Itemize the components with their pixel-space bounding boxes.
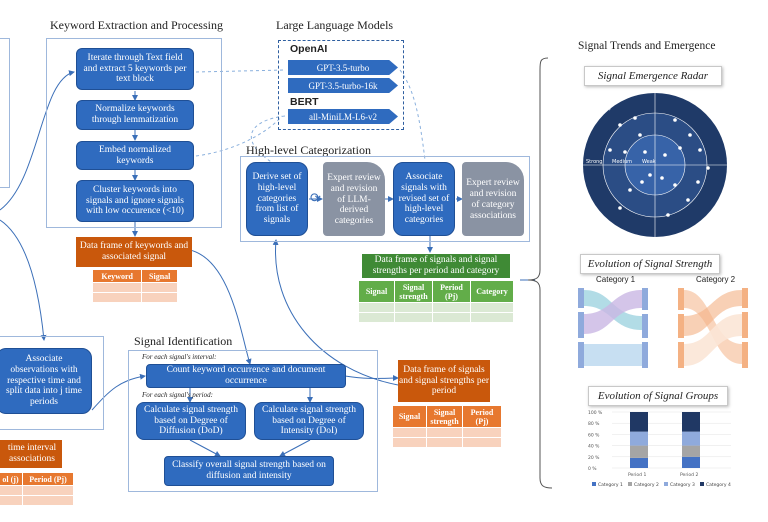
radar-ring-label: Weak bbox=[642, 159, 656, 165]
section-title-keyword: Keyword Extraction and Processing bbox=[50, 18, 223, 32]
keyword-step-cluster[interactable]: Cluster keywords into signals and ignore… bbox=[76, 180, 194, 222]
legend-label: Category 2 bbox=[634, 482, 659, 488]
section-title-trends: Signal Trends and Emergence bbox=[578, 40, 716, 52]
left-step-associate[interactable]: Associate observations with respective t… bbox=[0, 348, 92, 414]
legend-swatch bbox=[700, 482, 704, 486]
legend-label: Category 4 bbox=[706, 482, 731, 488]
df-signals-period-title: Data frame of signals and signal strengt… bbox=[398, 360, 490, 402]
stack-segment bbox=[682, 412, 700, 432]
y-tick-label: 100 % bbox=[588, 410, 603, 416]
stack-segment bbox=[630, 431, 648, 446]
df-keywords-header: Keyword bbox=[91, 269, 143, 283]
openai-label: OpenAI bbox=[290, 43, 328, 55]
y-tick-label: 80 % bbox=[588, 421, 600, 427]
evolution-groups-title: Evolution of Signal Groups bbox=[588, 386, 728, 406]
df-signals-category-header: Period (Pj) bbox=[432, 280, 471, 303]
llm-frame bbox=[278, 40, 404, 130]
stack-segment bbox=[682, 456, 700, 468]
signal-step-doi[interactable]: Calculate signal strength based on Degre… bbox=[254, 402, 364, 440]
radar-title: Signal Emergence Radar bbox=[584, 66, 722, 86]
y-tick-label: 40 % bbox=[588, 444, 600, 450]
left-frame-top bbox=[0, 38, 10, 188]
left-frame-bottom bbox=[0, 336, 104, 430]
df-keywords-title: Data frame of keywords and associated si… bbox=[76, 237, 192, 267]
categorization-frame bbox=[240, 156, 530, 242]
signal-id-frame bbox=[128, 350, 378, 492]
df-left-title: time interval associations bbox=[0, 440, 62, 468]
evolution-groups-chart: 100 % 80 % 60 % 40 % 20 % 0 % Period 1 Period 2… bbox=[588, 410, 731, 488]
bert-label: BERT bbox=[290, 96, 319, 108]
df-keywords-table: Keyword Signal bbox=[91, 269, 178, 303]
stack-segment bbox=[682, 445, 700, 457]
df-signals-period-table: Signal Signal strength Period (Pj) bbox=[392, 405, 502, 448]
period-label: Period 1 bbox=[628, 472, 646, 478]
model-gpt35-16k[interactable]: GPT-3.5-turbo-16k bbox=[288, 78, 398, 93]
keyword-step-embed[interactable]: Embed normalized keywords bbox=[76, 141, 194, 170]
stack-segment bbox=[630, 412, 648, 432]
df-signals-category-title: Data frame of signals and signal strengt… bbox=[362, 254, 510, 278]
signal-step-dod[interactable]: Calculate signal strength based on Degre… bbox=[136, 402, 246, 440]
y-tick-label: 60 % bbox=[588, 432, 600, 438]
legend-label: Category 1 bbox=[598, 482, 623, 488]
sankey-category-2 bbox=[678, 288, 748, 368]
df-left-header: ol (j) bbox=[0, 472, 23, 486]
cat-step-associate[interactable]: Associate signals with revised set of hi… bbox=[393, 162, 455, 236]
evolution-strength-panel-label: Category 2 bbox=[696, 275, 736, 284]
signal-step-classify[interactable]: Classify overall signal strength based o… bbox=[164, 456, 334, 486]
evolution-strength-panel-label: Category 1 bbox=[596, 275, 636, 284]
cat-step-expert1[interactable]: Expert review and revision of LLM-derive… bbox=[323, 162, 385, 236]
cat-step-expert2[interactable]: Expert review and revision of category a… bbox=[462, 162, 524, 236]
y-tick-label: 20 % bbox=[588, 455, 600, 461]
keyword-frame bbox=[46, 38, 222, 228]
stack-segment bbox=[630, 445, 648, 458]
df-signals-period-header: Signal strength bbox=[426, 405, 463, 428]
y-tick-label: 0 % bbox=[588, 466, 597, 472]
df-signals-period-header: Period (Pj) bbox=[462, 405, 502, 428]
keyword-step-iterate[interactable]: Iterate through Text field and extract 5… bbox=[76, 48, 194, 90]
section-title-signal-id: Signal Identification bbox=[134, 334, 233, 348]
df-left-header: Period (Pj) bbox=[22, 472, 74, 486]
legend-swatch bbox=[664, 482, 668, 486]
df-signals-category-header: Signal strength bbox=[394, 280, 433, 303]
period-label: Period 2 bbox=[680, 472, 698, 478]
evolution-strength-title: Evolution of Signal Strength bbox=[580, 254, 720, 274]
df-signals-category-header: Category bbox=[470, 280, 514, 303]
signal-step-count[interactable]: Count keyword occurrence and document oc… bbox=[146, 364, 346, 388]
model-gpt35[interactable]: GPT-3.5-turbo bbox=[288, 60, 398, 75]
legend-label: Category 3 bbox=[670, 482, 695, 488]
refresh-icon: ⟳ bbox=[310, 190, 321, 205]
radar-ring-label: Strong bbox=[586, 159, 602, 165]
df-keywords-header: Signal bbox=[141, 269, 178, 283]
stack-segment bbox=[682, 431, 700, 446]
section-title-llm: Large Language Models bbox=[276, 18, 394, 32]
df-signals-category-header: Signal bbox=[358, 280, 395, 303]
df-left-table: ol (j) Period (Pj) bbox=[0, 472, 74, 506]
section-title-categorization: High-level Categorization bbox=[246, 143, 371, 157]
radar-ring-label: Medium bbox=[612, 159, 632, 165]
df-signals-category-table: Signal Signal strength Period (Pj) Categ… bbox=[358, 280, 514, 323]
stack-segment bbox=[630, 457, 648, 468]
legend-swatch bbox=[592, 482, 596, 486]
legend-swatch bbox=[628, 482, 632, 486]
signal-emergence-radar: Strong Medium Weak Category 1 Category 2… bbox=[583, 93, 727, 240]
period-note: For each signal's period: bbox=[142, 391, 213, 399]
model-minilm[interactable]: all-MiniLM-L6-v2 bbox=[288, 109, 398, 124]
df-signals-period-header: Signal bbox=[392, 405, 427, 428]
cat-step-derive[interactable]: Derive set of high-level categories from… bbox=[246, 162, 308, 236]
keyword-step-normalize[interactable]: Normalize keywords through lemmatization bbox=[76, 100, 194, 130]
sankey-category-1 bbox=[578, 288, 648, 368]
interval-note: For each signal's interval: bbox=[142, 353, 217, 361]
